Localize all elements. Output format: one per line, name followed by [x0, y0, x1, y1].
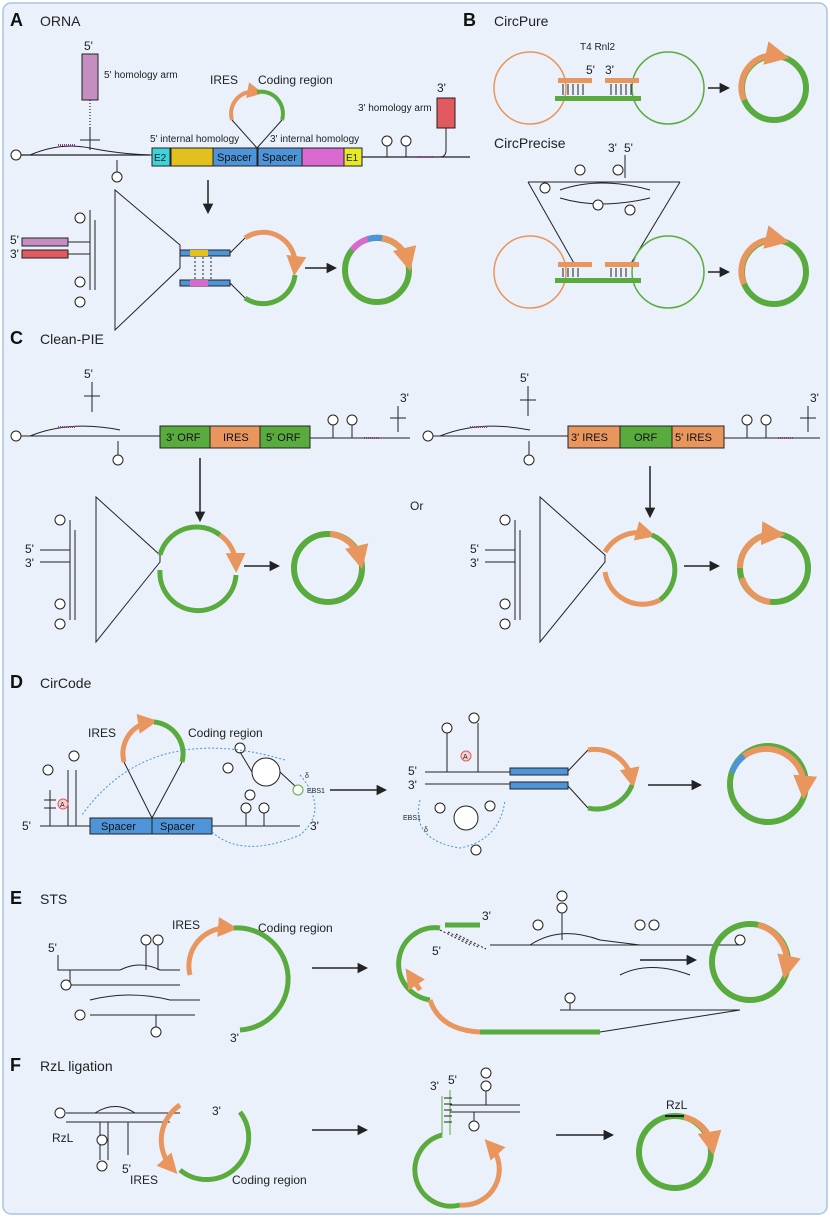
c-right-five-prime: 5' [520, 371, 529, 385]
d-mid-delta-label: δ [424, 827, 428, 834]
a-coding-region-label: Coding region [258, 73, 333, 87]
f-three-prime: 3' [212, 1104, 221, 1118]
d-mid-three-prime: 3' [408, 778, 417, 792]
d-spacer-left-label: Spacer [101, 821, 136, 833]
d-five-prime: 5' [22, 819, 31, 833]
a-three-homology-arm [436, 97, 456, 129]
panel-a-title: ORNA [40, 13, 81, 29]
a-lower-five-prime: 5' [10, 233, 19, 247]
c-right-lower-five: 5' [470, 542, 479, 556]
b-three-prime: 3' [605, 63, 614, 77]
a-e2-block [151, 147, 171, 167]
f-five-prime: 5' [122, 1162, 131, 1176]
c-right-lower-three: 3' [470, 556, 479, 570]
c-orf-label: ORF [634, 432, 658, 444]
a-three-internal-homology-label: 3' internal homology [270, 134, 359, 145]
f-rzl-label: RzL [52, 1131, 74, 1145]
panel-f-letter: F [10, 1055, 21, 1075]
a-e2-label: E2 [154, 153, 167, 164]
panel-b-title: CircPure [494, 13, 549, 29]
a-five-prime-label: 5' [84, 39, 93, 53]
panel-b: B CircPure T4 Rnl2 5' 3' CircPrecise 3' … [463, 10, 809, 309]
a-three-prime-label: 3' [437, 81, 446, 95]
panel-f: F RzL ligation RzL 5' 3' IRES Coding reg… [10, 1055, 722, 1209]
f-mid-three-prime: 3' [430, 1079, 439, 1093]
b-five-prime: 5' [586, 63, 595, 77]
c-ires-label: IRES [223, 432, 249, 444]
f-coding-region-label: Coding region [232, 1173, 307, 1187]
b-enzyme-label: T4 Rnl2 [580, 42, 615, 53]
c-five-ires-label: 5' IRES [675, 432, 712, 444]
e-coding-region-label: Coding region [258, 921, 333, 935]
c-five-orf-label: 5' ORF [266, 432, 301, 444]
f-right-rzl-label: RzL [666, 1098, 688, 1112]
panel-e-letter: E [10, 888, 22, 908]
a-three-internal-homology-block [301, 147, 345, 167]
c-left-lower-three: 3' [25, 556, 34, 570]
c-three-orf-label: 3' ORF [166, 432, 201, 444]
a-spacer-left [212, 147, 258, 167]
f-ires-label: IRES [130, 1173, 158, 1187]
a-spacer-left-label: Spacer [217, 152, 252, 164]
a-ires-label: IRES [210, 73, 238, 87]
c-or-label: Or [410, 499, 423, 513]
d-mid-five-prime: 5' [408, 764, 417, 778]
e-mid-five-prime: 5' [432, 944, 441, 958]
a-lower-three-prime: 3' [10, 247, 19, 261]
d-ires-label: IRES [88, 726, 116, 740]
panel-f-title: RzL ligation [40, 1058, 113, 1074]
panel-c-title: Clean-PIE [40, 331, 104, 347]
panel-a-letter: A [10, 10, 23, 30]
c-three-ires-label: 3' IRES [571, 432, 608, 444]
a-three-homology-arm-label: 3' homology arm [358, 103, 432, 114]
b-ciprecise-five: 5' [624, 141, 633, 155]
a-five-homology-arm [81, 53, 99, 101]
d-mid-ebs1-label: EBS1 [403, 815, 421, 822]
a-five-internal-homology-block [170, 147, 214, 167]
panel-d-letter: D [10, 672, 23, 692]
panel-e: E STS IRES Coding region 5' 3' 3' 5' [10, 888, 801, 1045]
panel-d-title: CirCode [40, 675, 92, 691]
a-five-internal-homology-label: 5' internal homology [150, 134, 239, 145]
c-left-three-prime: 3' [400, 391, 409, 405]
c-left-five-prime: 5' [84, 367, 93, 381]
c-right-three-prime: 3' [810, 391, 819, 405]
d-three-prime: 3' [310, 819, 319, 833]
a-spacer-right-label: Spacer [262, 152, 297, 164]
b-ciprecise-three: 3' [608, 141, 617, 155]
a-five-homology-arm-label: 5' homology arm [104, 70, 178, 81]
c-five-ires-block [671, 425, 725, 449]
panel-b-title2: CircPrecise [494, 135, 566, 151]
d-ebs1-label: EBS1 [307, 788, 325, 795]
d-a-marker: A [60, 802, 65, 809]
panel-c: C Clean-PIE 5' 3' ORF IRES 5' ORF 3' 5' … [10, 328, 820, 644]
d-spacer-right-label: Spacer [160, 821, 195, 833]
e-mid-three-prime: 3' [482, 909, 491, 923]
a-e1-label: E1 [346, 153, 359, 164]
panel-a: A ORNA 5' 5' homology arm E2 Spacer Spac… [10, 10, 470, 332]
c-five-orf-block [259, 425, 311, 449]
e-three-prime: 3' [230, 1031, 239, 1045]
panel-c-letter: C [10, 328, 23, 348]
f-mid-five-prime: 5' [448, 1073, 457, 1087]
d-coding-region-label: Coding region [188, 726, 263, 740]
e-ires-label: IRES [172, 918, 200, 932]
d-delta-label: δ [305, 773, 309, 780]
e-five-prime: 5' [48, 941, 57, 955]
panel-e-title: STS [40, 891, 67, 907]
c-left-lower-five: 5' [25, 542, 34, 556]
panel-d: D CirCode IRES Coding region 5' A Spacer… [10, 672, 818, 856]
d-mid-a-marker: A [463, 754, 468, 761]
panel-b-letter: B [463, 10, 476, 30]
